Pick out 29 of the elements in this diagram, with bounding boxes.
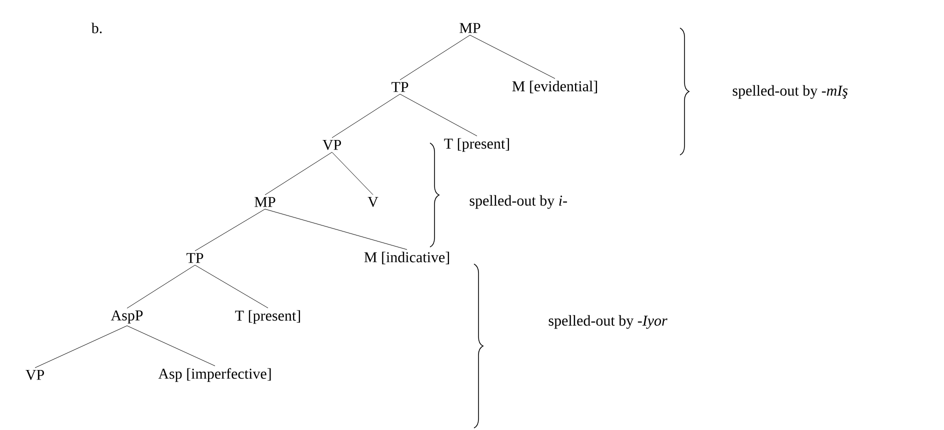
tree-branch: [194, 208, 266, 252]
tree-branch: [264, 208, 408, 250]
tree-branch: [332, 94, 400, 138]
category-label: M [evidential]: [512, 80, 597, 94]
category-label: M [indicative]: [364, 252, 449, 264]
tree-branch: [332, 152, 374, 196]
tree-branch: [34, 325, 128, 368]
category-label: V: [368, 196, 378, 207]
tree-branch: [470, 34, 556, 79]
category-label: T [present]: [444, 138, 509, 152]
category-label: TP: [186, 253, 204, 263]
tree-branch: [194, 264, 268, 308]
panel-letter: b.: [91, 22, 102, 34]
category-label: MP: [254, 197, 276, 207]
annotation-text: spelled-out by i-: [470, 195, 567, 209]
annotation-text: spelled-out by -Iyor: [548, 315, 668, 329]
annotation-text: spelled-out by -mIş: [732, 85, 848, 99]
tree-branch: [400, 34, 470, 80]
tree-branch: [400, 94, 478, 136]
category-label: VP: [322, 140, 341, 150]
tree-branch: [126, 264, 196, 308]
category-label: AspP: [110, 310, 143, 324]
tree-branch: [126, 325, 216, 366]
category-label: Asp [imperfective]: [158, 368, 271, 382]
category-label: TP: [392, 82, 408, 92]
tree-branch: [264, 152, 332, 196]
category-label: T [present]: [235, 310, 300, 324]
category-label: VP: [26, 370, 44, 380]
category-label: MP: [460, 23, 480, 33]
